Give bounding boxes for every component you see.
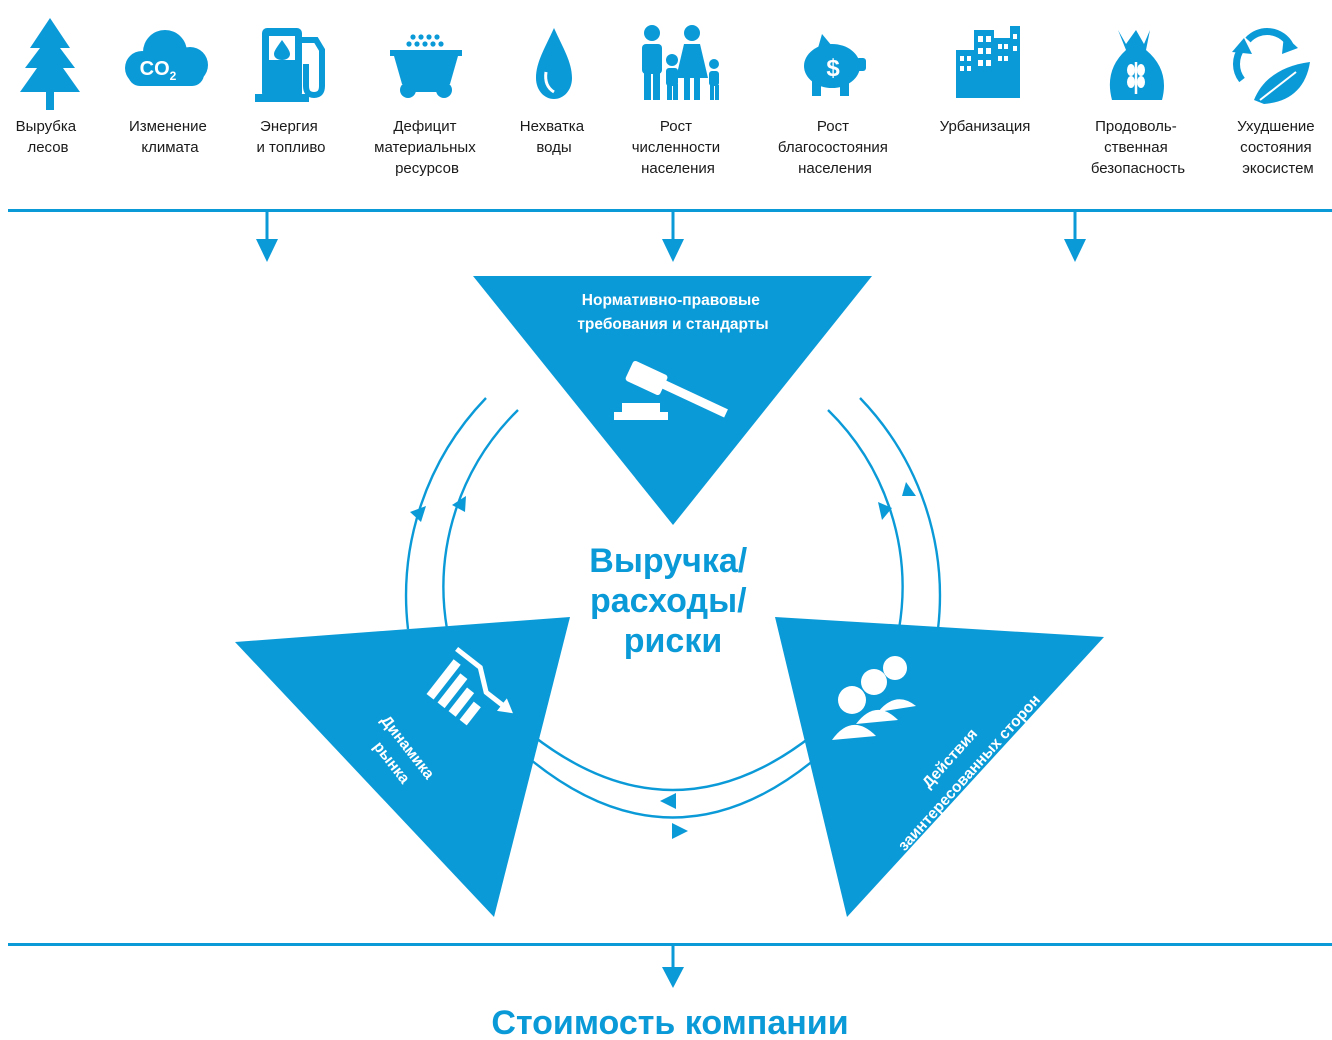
down-arrow-icon — [256, 211, 278, 262]
grain-sack-icon — [1109, 30, 1164, 100]
tree-icon — [20, 18, 80, 110]
cycle-arrow-icon — [410, 482, 916, 839]
city-buildings-icon — [956, 26, 1020, 98]
fuel-pump-icon — [255, 28, 325, 102]
regulation-triangle: Нормативно-правовые требования и стандар… — [473, 276, 872, 525]
family-icon — [642, 25, 719, 100]
driver-label: Энергия и топливо — [257, 118, 326, 156]
ecosystem-cycle-icon — [1232, 28, 1310, 104]
down-arrow-icon — [662, 945, 684, 988]
declining-chart-icon — [426, 646, 513, 726]
down-arrow-icon — [662, 211, 684, 262]
driver-label: Рост благосостояния населения — [778, 118, 892, 177]
driver-label: Изменение климата — [129, 118, 211, 156]
top-divider-line — [8, 209, 1332, 212]
water-drop-icon — [536, 28, 572, 99]
stakeholders-triangle: Действия заинтересованных сторон — [775, 617, 1104, 917]
bottom-divider-line — [8, 943, 1332, 946]
people-group-icon — [832, 656, 916, 740]
gavel-icon — [614, 361, 728, 420]
down-arrow-icon — [1064, 211, 1086, 262]
company-value-title: Стоимость компании — [491, 1004, 848, 1040]
driver-label: Рост численности населения — [632, 118, 725, 177]
market-triangle: Динамика рынка — [235, 617, 570, 917]
co2-label: CO2 — [140, 58, 177, 83]
mine-cart-icon — [390, 34, 462, 98]
driver-label: Ухудшение состояния экосистем — [1237, 118, 1319, 177]
cycle-rings — [404, 397, 942, 819]
regulation-label: Нормативно-правовые требования и стандар… — [577, 292, 768, 333]
driver-label: Вырубка лесов — [16, 118, 81, 156]
driver-label: Дефицит материальных ресурсов — [374, 118, 480, 177]
co2-cloud-icon: CO2 — [125, 30, 208, 86]
piggy-bank-icon: $ — [804, 34, 866, 96]
center-label: Выручка/ расходы/ риски — [589, 542, 756, 660]
driver-label: Нехватка воды — [520, 118, 588, 156]
driver-label: Продоволь- ственная безопасность — [1091, 118, 1185, 177]
driver-label: Урбанизация — [940, 118, 1031, 135]
dollar-sign: $ — [826, 55, 840, 82]
